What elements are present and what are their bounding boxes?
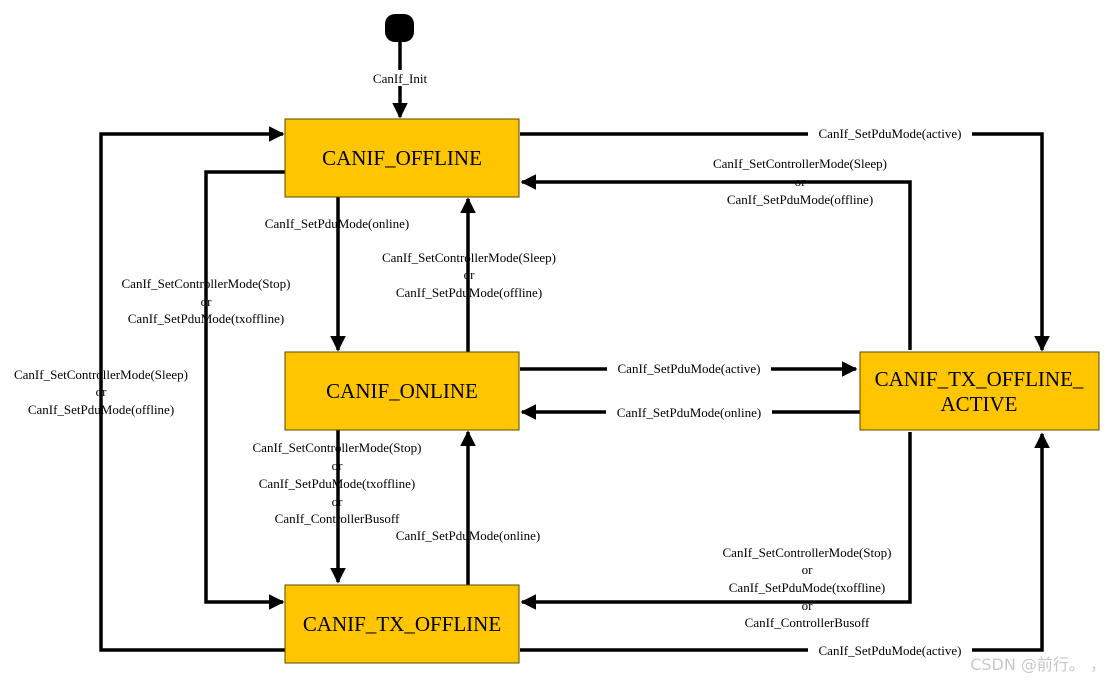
label-online-to-txoffline-line2: or [332,458,344,473]
label-online-to-offline-line1: CanIf_SetControllerMode(Sleep) [382,250,556,265]
label-txactive-to-txoffline-line1: CanIf_SetControllerMode(Stop) [723,545,892,560]
label-txoffline-to-offline-line1: CanIf_SetControllerMode(Sleep) [14,367,188,382]
label-offline-to-txoffline-line3: CanIf_SetPduMode(txoffline) [128,311,284,326]
label-online-to-txoffline-line1: CanIf_SetControllerMode(Stop) [253,440,422,455]
edge-txoffline-to-offline [99,126,286,652]
label-offline-to-txoffline-line1: CanIf_SetControllerMode(Stop) [122,276,291,291]
label-online-to-txoffline-line5: CanIf_ControllerBusoff [275,511,400,526]
label-txoffline-to-txactive: CanIf_SetPduMode(active) [819,643,962,658]
state-tx-offline-active-label-line2: ACTIVE [941,392,1018,416]
label-txactive-to-offline-line2: or [795,174,807,189]
label-offline-to-txactive: CanIf_SetPduMode(active) [819,126,962,141]
state-offline: CANIF_OFFLINE [284,118,520,198]
label-txactive-to-online: CanIf_SetPduMode(online) [617,405,761,420]
state-tx-offline: CANIF_TX_OFFLINE [284,584,520,664]
state-online-label: CANIF_ONLINE [326,379,478,403]
transition-edges [99,42,1050,652]
label-online-to-offline-line3: CanIf_SetPduMode(offline) [396,285,542,300]
state-online: CANIF_ONLINE [284,351,520,431]
label-txactive-to-offline-line3: CanIf_SetPduMode(offline) [727,192,873,207]
edge-txoffline-to-txactive [520,432,1050,652]
label-offline-to-txoffline-line2: or [201,294,213,309]
label-online-to-offline-line2: or [464,267,476,282]
state-tx-offline-active-label-line1: CANIF_TX_OFFLINE_ [875,367,1084,391]
edge-txactive-to-offline [520,174,912,350]
state-offline-label: CANIF_OFFLINE [322,146,482,170]
label-txactive-to-txoffline-line2: or [802,562,814,577]
label-online-to-txoffline-line4: or [332,494,344,509]
state-tx-offline-label: CANIF_TX_OFFLINE [303,612,501,636]
label-txactive-to-txoffline-line4: or [802,598,814,613]
edge-offline-to-txoffline [204,170,286,610]
label-txoffline-to-online: CanIf_SetPduMode(online) [396,528,540,543]
watermark: CSDN @前行。 ， [970,655,1106,674]
state-tx-offline-active: CANIF_TX_OFFLINE_ ACTIVE [859,351,1100,431]
label-txactive-to-txoffline-line5: CanIf_ControllerBusoff [745,615,870,630]
label-online-to-txoffline-line3: CanIf_SetPduMode(txoffline) [259,476,415,491]
label-txoffline-to-offline-line3: CanIf_SetPduMode(offline) [28,402,174,417]
label-txactive-to-txoffline-line3: CanIf_SetPduMode(txoffline) [729,580,885,595]
edge-txactive-to-txoffline [520,432,912,610]
label-offline-to-online: CanIf_SetPduMode(online) [265,216,409,231]
label-online-to-txactive: CanIf_SetPduMode(active) [618,361,761,376]
label-txoffline-to-offline-line2: or [96,384,108,399]
edge-offline-to-txactive [520,132,1050,352]
initial-state-node [385,14,414,42]
label-init: CanIf_Init [373,71,428,86]
label-txactive-to-offline-line1: CanIf_SetControllerMode(Sleep) [713,156,887,171]
